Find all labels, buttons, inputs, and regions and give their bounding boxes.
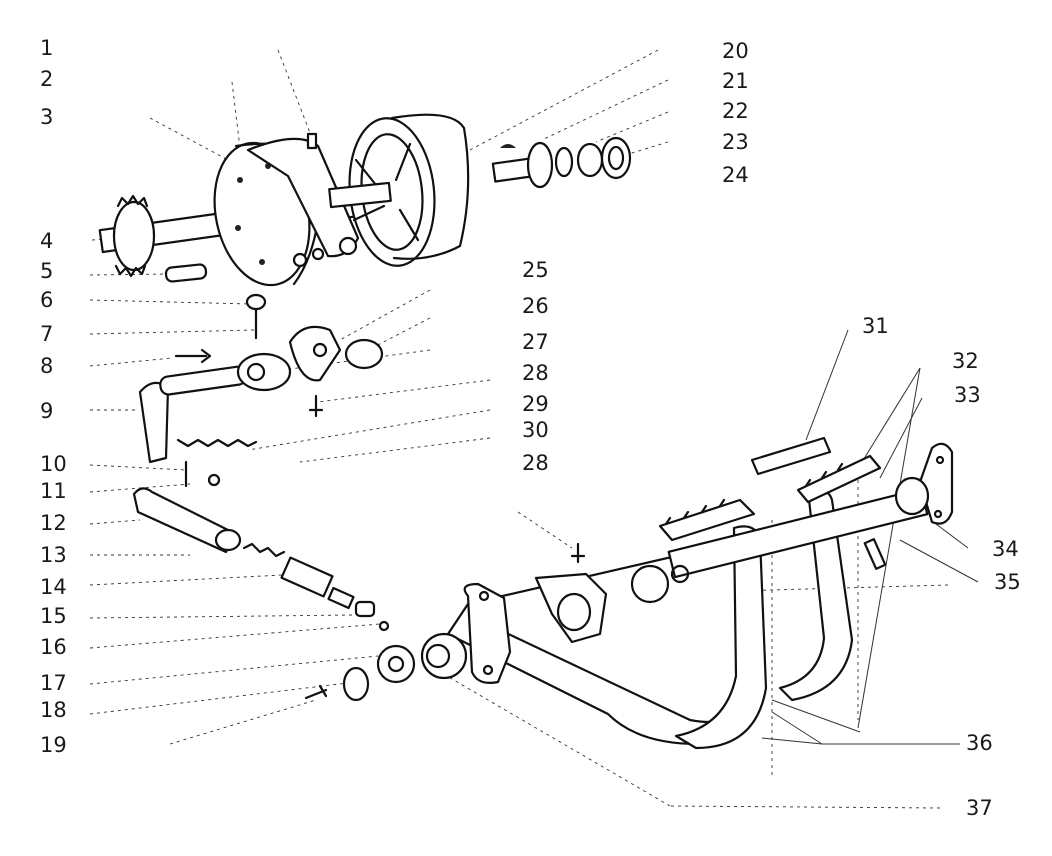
label-17: 17 [40, 671, 67, 695]
label-18: 18 [40, 698, 67, 722]
cross-shaft [630, 487, 929, 604]
pedal-frame [420, 436, 954, 750]
label-24: 24 [722, 163, 749, 187]
pin-5 [164, 263, 208, 283]
screw-28 [308, 394, 324, 418]
label-15: 15 [40, 604, 67, 628]
bracket-27 [534, 542, 608, 644]
bolt-8 [174, 348, 212, 364]
frame-flange [463, 582, 512, 684]
label-33: 33 [954, 383, 981, 407]
label-32: 32 [952, 349, 979, 373]
label-14: 14 [40, 575, 67, 599]
label-9: 9 [40, 399, 53, 423]
brake-drum [328, 113, 470, 267]
sprocket [112, 194, 156, 278]
pedal-lever-32 [778, 454, 882, 702]
washer-17 [376, 644, 416, 684]
label-19: 19 [40, 733, 67, 757]
brake-shoe-cam-lever [246, 137, 360, 268]
label-28-second: 28 [522, 451, 549, 475]
label-34: 34 [992, 537, 1019, 561]
seal-18 [342, 666, 370, 702]
label-6: 6 [40, 288, 53, 312]
label-11: 11 [40, 479, 67, 503]
label-28: 28 [522, 361, 549, 385]
washer-11 [207, 473, 221, 487]
nut-6 [245, 293, 267, 311]
label-25: 25 [522, 258, 549, 282]
bolt-19 [304, 684, 328, 700]
label-12: 12 [40, 511, 67, 535]
label-37: 37 [966, 796, 993, 820]
lever-group [138, 293, 384, 488]
label-10: 10 [40, 452, 67, 476]
label-26: 26 [522, 294, 549, 318]
part-labels: 1 2 3 4 5 6 7 8 9 10 11 12 13 14 15 16 1… [40, 36, 1021, 820]
pin-35 [863, 538, 887, 570]
label-35: 35 [994, 570, 1021, 594]
label-1: 1 [40, 36, 53, 60]
axle-end-parts [491, 136, 632, 189]
label-16: 16 [40, 635, 67, 659]
plate-31 [750, 436, 832, 476]
rod-group [132, 487, 416, 702]
label-13: 13 [40, 543, 67, 567]
lever-arm-9 [138, 352, 292, 464]
spring-29 [176, 438, 258, 448]
label-4: 4 [40, 229, 53, 253]
label-30: 30 [522, 418, 549, 442]
pin-15 [354, 600, 376, 618]
label-3: 3 [40, 105, 53, 129]
shaft-bracket-33 [894, 442, 954, 525]
leader-lines [89, 49, 979, 809]
label-31: 31 [862, 314, 889, 338]
label-36: 36 [966, 731, 993, 755]
label-21: 21 [722, 69, 749, 93]
bushing-37 [420, 632, 468, 680]
label-20: 20 [722, 39, 749, 63]
label-2: 2 [40, 67, 53, 91]
label-5: 5 [40, 259, 53, 283]
bolt-1 [306, 132, 318, 150]
label-23: 23 [722, 130, 749, 154]
brake-drum-assembly [98, 113, 632, 287]
bushing-26 [344, 338, 384, 370]
label-27: 27 [522, 330, 549, 354]
label-8: 8 [40, 354, 53, 378]
nut-16 [378, 620, 390, 632]
label-22: 22 [722, 99, 749, 123]
label-7: 7 [40, 322, 53, 346]
bracket-25 [288, 325, 342, 382]
label-29: 29 [522, 392, 549, 416]
